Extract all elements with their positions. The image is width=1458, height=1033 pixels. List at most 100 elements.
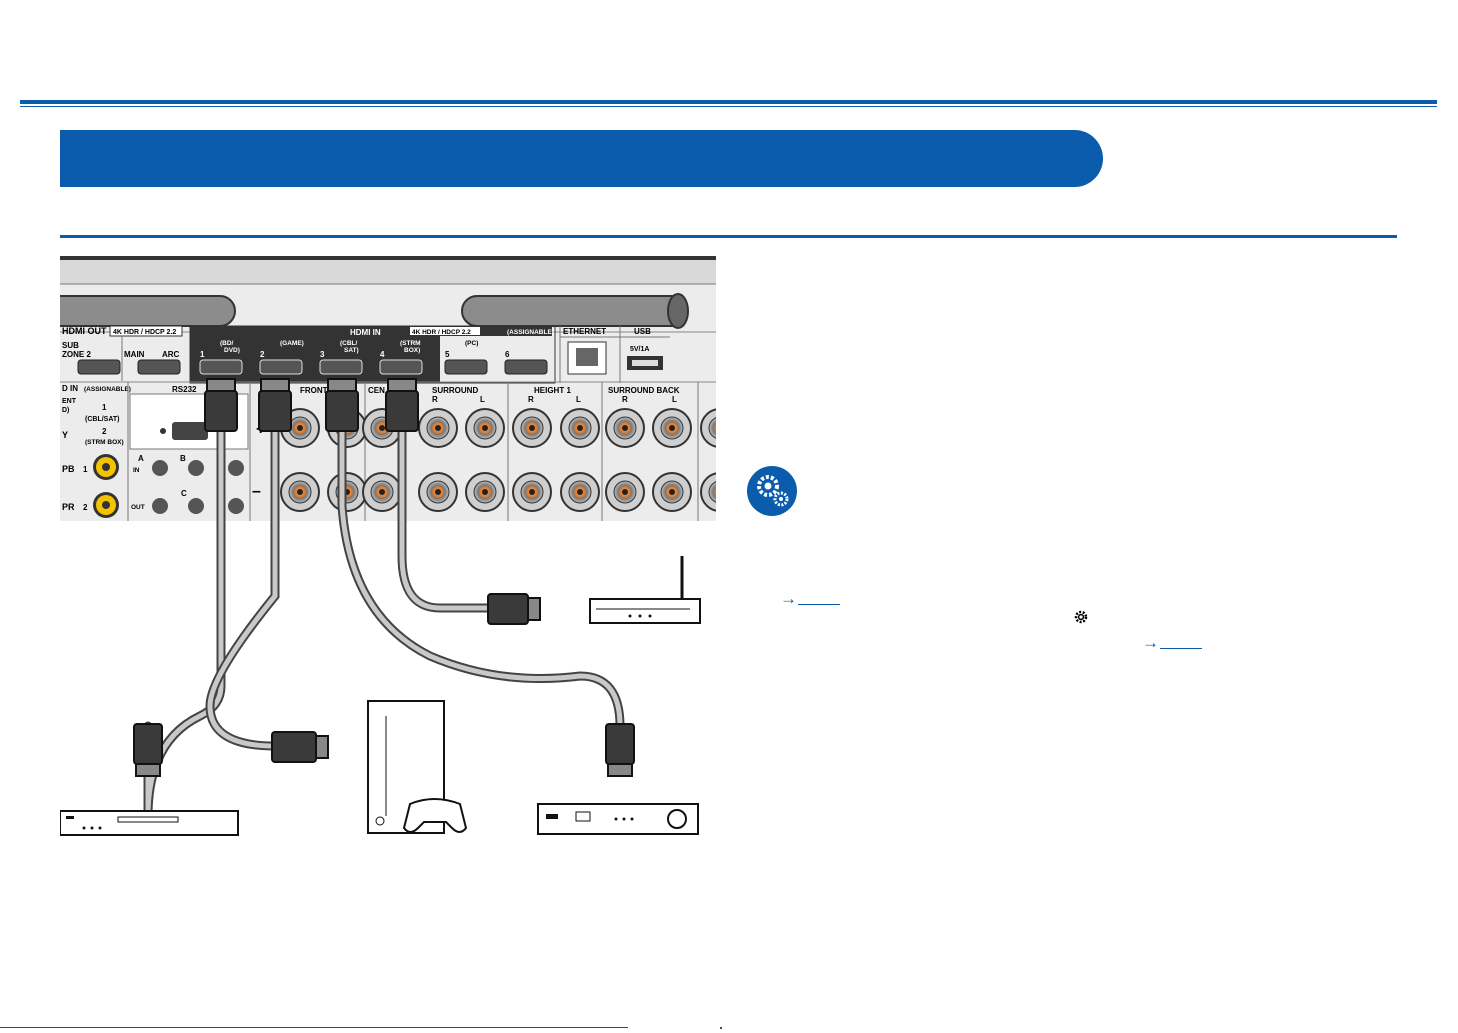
component-assignable: (ASSIGNABLE) (84, 386, 131, 393)
speaker-terminal-hole (379, 489, 385, 495)
speaker-terminal-hole (669, 425, 675, 431)
bd-dvd-player-device (60, 810, 239, 836)
hdmi-out-main: MAIN (124, 350, 145, 359)
trigger-out: OUT (131, 504, 145, 511)
hdmi-in-socket (504, 359, 548, 375)
speaker-terminal-hole (297, 489, 303, 495)
speaker-terminal-hole (529, 489, 535, 495)
hdmi-out-arc: ARC (162, 350, 180, 359)
hdmi-in-port-label: (CBL/ (340, 340, 358, 347)
settings-gears-icon (747, 466, 797, 516)
hdmi-in-assignable: (ASSIGNABLE) (507, 329, 554, 336)
speaker-terminal-hole (669, 489, 675, 495)
hdmi-in-socket (199, 359, 243, 375)
trigger-in: IN (133, 467, 140, 474)
footer-rule (0, 1027, 628, 1028)
component-in1-label: (CBL/SAT) (85, 416, 119, 423)
hdmi-in-port-number: 5 (445, 350, 450, 359)
component-ent: ENT (62, 398, 77, 405)
hdmi-out-spec: 4K HDR / HDCP 2.2 (113, 329, 176, 336)
trigger-c: C (181, 489, 187, 498)
component-pb: PB (62, 464, 75, 474)
ethernet-label: ETHERNET (563, 327, 606, 336)
hdmi-in-port-label: (GAME) (280, 340, 304, 347)
speaker-terminal-hole (482, 425, 488, 431)
component-jack2: 2 (83, 503, 88, 512)
reference-link-underline[interactable] (1160, 648, 1202, 649)
speaker-center: CEN (368, 386, 385, 395)
speaker-terminal-hole (297, 425, 303, 431)
surround-back-l: L (672, 395, 677, 404)
hdmi-connection-diagram: HDMI OUT 4K HDR / HDCP 2.2 SUB ZONE 2 MA… (60, 256, 716, 836)
speaker-terminal-hole (622, 489, 628, 495)
hdmi-in-port-label: SAT) (344, 347, 359, 354)
receiver-rear-panel: HDMI OUT 4K HDR / HDCP 2.2 SUB ZONE 2 MA… (60, 256, 716, 521)
component-in2-label: (STRM BOX) (85, 439, 124, 446)
gear-icon (1074, 610, 1088, 624)
component-pr: PR (62, 502, 75, 512)
game-console-device (367, 700, 468, 834)
header-rule (20, 100, 1437, 104)
hdmi-out-sub: SUB (62, 341, 79, 350)
hdmi-in-title: HDMI IN (350, 328, 381, 337)
speaker-terminal-hole (622, 425, 628, 431)
right-arrow-icon[interactable]: → (780, 589, 797, 608)
hdmi-in-socket (319, 359, 363, 375)
hdmi-out-title: HDMI OUT (62, 326, 107, 336)
hdmi-out-zone: ZONE 2 (62, 350, 91, 359)
hdmi-in-port-label: DVD) (224, 347, 240, 354)
speaker-height1: HEIGHT 1 (534, 386, 571, 395)
component-d: D) (62, 407, 69, 414)
speaker-surround-back: SURROUND BACK (608, 386, 680, 395)
hdmi-in-port-label: (STRM (400, 340, 421, 347)
component-title: D IN (62, 384, 78, 393)
network-usb-block: ETHERNET USB 5V/1A (559, 326, 670, 383)
usb-label: USB (634, 327, 651, 336)
speaker-terminal-hole (482, 489, 488, 495)
trigger-b: B (180, 454, 186, 463)
hdmi-in-socket (379, 359, 423, 375)
speaker-terminal-hole (529, 425, 535, 431)
streaming-box-device (589, 556, 701, 624)
hdmi-in-socket (444, 359, 488, 375)
hdmi-in-socket (259, 359, 303, 375)
hdmi-plugs-devices (133, 593, 635, 777)
hdmi-in-port-number: 6 (505, 350, 510, 359)
left-antenna (60, 295, 236, 327)
hdmi-plugs-panel (204, 378, 419, 432)
hdmi-in-port-label: (PC) (465, 340, 478, 347)
speaker-terminal-hole (435, 425, 441, 431)
speaker-surround: SURROUND (432, 386, 478, 395)
header-rule-thin (20, 106, 1437, 107)
reference-link-underline[interactable] (798, 604, 840, 605)
component-jack1: 1 (83, 465, 88, 474)
height-r: R (528, 395, 534, 404)
hdmi-in-port-label: BOX) (404, 347, 420, 354)
component-y: Y (62, 430, 68, 440)
surround-l: L (480, 395, 485, 404)
rs232-label: RS232 (172, 385, 197, 394)
surround-r: R (432, 395, 438, 404)
speaker-terminal-post (708, 417, 716, 439)
right-arrow-icon[interactable]: → (1142, 633, 1159, 652)
component-video-block: D IN (ASSIGNABLE) ENT D) 1 (CBL/SAT) Y 2… (62, 382, 131, 521)
surround-back-r: R (622, 395, 628, 404)
subsection-rule (60, 235, 1397, 238)
hdmi-in-spec: 4K HDR / HDCP 2.2 (412, 329, 471, 336)
speaker-front: FRONT (300, 386, 328, 395)
hdmi-in-port-number: 1 (200, 350, 205, 359)
component-in1: 1 (102, 403, 107, 412)
hdmi-in-port-number: 4 (380, 350, 385, 359)
footer-mark (720, 1027, 722, 1029)
speaker-minus: – (252, 483, 261, 500)
height-l: L (576, 395, 581, 404)
speaker-terminal-hole (379, 425, 385, 431)
trigger-a: A (138, 454, 144, 463)
hdmi-in-port-number: 3 (320, 350, 325, 359)
component-in2: 2 (102, 427, 107, 436)
section-title-banner (60, 130, 1103, 187)
speaker-terminal-post (708, 481, 716, 503)
hdmi-in-port-number: 2 (260, 350, 265, 359)
hdmi-cables (143, 411, 625, 817)
hdmi-in-port-label: (BD/ (220, 340, 234, 347)
